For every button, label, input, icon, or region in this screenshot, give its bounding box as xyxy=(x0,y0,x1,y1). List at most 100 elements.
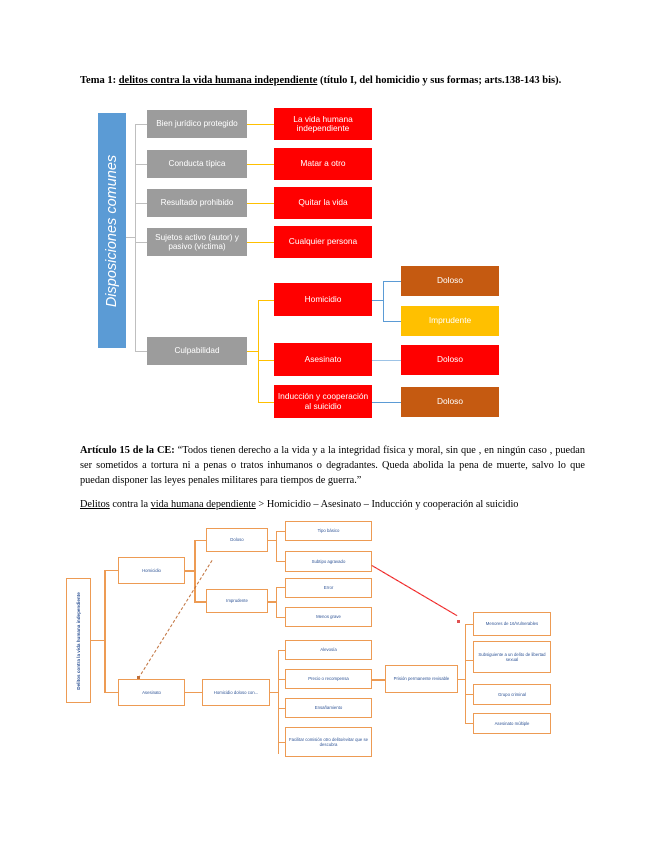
connector-imprudente-spine xyxy=(276,587,277,618)
node-label: Facilitar comisión otro delito/evitar qu… xyxy=(288,736,369,747)
node-subsiguiente-libertad-sexual: Subsiguiente a un delito de libertad sex… xyxy=(473,641,551,673)
node-label: Quitar la vida xyxy=(298,197,348,208)
connector-homicidio-stub xyxy=(185,570,195,572)
connector-to-asesinato xyxy=(258,360,274,361)
node-menores-vulnerables: Menores de 16/Vulnerables xyxy=(473,612,551,636)
node-asesinato-multiple: Asesinato múltiple xyxy=(473,713,551,734)
connector-hdc-spine xyxy=(278,650,279,754)
connector-to-error xyxy=(276,587,285,588)
connector-induccion-doloso xyxy=(372,402,401,403)
connector-imprudente-stub xyxy=(268,601,277,603)
node-label: Inducción y cooperación al suicidio xyxy=(277,391,369,411)
connector-to-imprudente xyxy=(383,321,401,322)
node-label: Conducta típica xyxy=(168,159,226,169)
node-grupo-criminal: Grupo criminal xyxy=(473,684,551,705)
page-title: Tema 1: delitos contra la vida humana in… xyxy=(80,74,580,88)
arrow-subtipo-to-menores xyxy=(371,565,458,617)
connector-to-doloso xyxy=(194,540,206,541)
node-homicidio-doloso: Doloso xyxy=(401,266,499,296)
connector-homicidio-spine xyxy=(194,540,196,602)
connector-orange-3 xyxy=(247,203,274,204)
node-matar-a-otro: Matar a otro xyxy=(274,148,372,180)
banner-disposiciones-comunes: Disposiciones comunes xyxy=(98,113,126,348)
connector-hdc-stub xyxy=(270,692,279,693)
connector-orange-4 xyxy=(247,242,274,243)
heading-underlined: delitos contra la vida humana independie… xyxy=(118,75,318,86)
node-culpabilidad: Culpabilidad xyxy=(147,337,247,365)
connector-prision-spine xyxy=(465,624,466,723)
node-label: Cualquier persona xyxy=(288,236,358,247)
node-error: Error xyxy=(285,578,372,598)
connector-doloso-stub xyxy=(268,540,277,541)
node-label: Asesinato xyxy=(304,353,342,364)
node-label: Doloso xyxy=(230,537,244,543)
node-homicidio-imprudente: Imprudente xyxy=(401,306,499,336)
node-bien-juridico-protegido: Bien jurídico protegido xyxy=(147,110,247,138)
node-induccion-doloso: Doloso xyxy=(401,387,499,417)
connector-doloso-spine xyxy=(276,531,277,562)
connector-asesinato-stub xyxy=(185,692,202,693)
node-cualquier-persona: Cualquier persona xyxy=(274,226,372,258)
node-ensanamiento: Ensañamiento xyxy=(285,698,372,718)
node-asesinato-doloso: Doloso xyxy=(401,345,499,375)
connector-to-facilitar xyxy=(278,742,285,743)
node-alevosia: Alevosía xyxy=(285,640,372,660)
connector-to-imprudente xyxy=(194,601,206,603)
arrowhead-menores xyxy=(457,620,460,623)
connector-prision-stub xyxy=(458,679,466,680)
connector-orange-1 xyxy=(247,124,274,125)
node-menos-grave: Menos grave xyxy=(285,607,372,627)
connector-homicidio-stub xyxy=(372,300,383,301)
connector-culpabilidad-stub xyxy=(247,351,258,352)
node-label: Subtipo agravado xyxy=(311,558,346,564)
node-doloso: Doloso xyxy=(206,528,268,552)
connector-asesinato-doloso xyxy=(372,360,401,361)
node-homicidio: Homicidio xyxy=(274,283,372,316)
connector-root-spine xyxy=(104,570,106,692)
connector-to-subsiguiente xyxy=(465,660,473,661)
connector-gray-4 xyxy=(135,242,147,243)
node-label: Imprudente xyxy=(428,315,472,326)
connector-to-subtipo xyxy=(276,561,285,562)
node-asesinato: Asesinato xyxy=(118,679,185,706)
heading-prefix: Tema 1: xyxy=(80,75,119,86)
articulo-15-label: Artículo 15 de la CE: xyxy=(80,445,178,456)
banner-label: Delitos contra la vida humana independie… xyxy=(75,591,81,690)
connector-banner-stub xyxy=(126,237,136,238)
connector-to-homicidio xyxy=(258,300,274,301)
connector-to-menos-grave xyxy=(276,617,285,618)
heading-suffix: (título I, del homicidio y sus formas; a… xyxy=(317,75,562,86)
connector-to-alevosia xyxy=(278,650,285,651)
node-label: La vida humana independiente xyxy=(293,113,353,133)
node-label: Doloso xyxy=(436,354,464,365)
node-label: Menores de 16/Vulnerables xyxy=(485,621,539,627)
node-label: Asesinato múltiple xyxy=(494,720,530,726)
node-label: Ensañamiento xyxy=(314,705,343,711)
node-subtipo-agravado: Subtipo agravado xyxy=(285,551,372,572)
node-label: Subsiguiente a un delito de libertad sex… xyxy=(478,651,546,662)
connector-to-induccion xyxy=(258,402,274,403)
connector-to-menores xyxy=(465,624,473,625)
vida-humana-dependiente: vida humana dependiente xyxy=(150,499,256,510)
node-homicidio: Homicidio xyxy=(118,557,185,584)
node-induccion-cooperacion-suicidio: Inducción y cooperación al suicidio xyxy=(274,385,372,418)
connector-to-grupo xyxy=(465,694,473,695)
node-tipo-basico: Tipo básico xyxy=(285,521,372,541)
connector-root-stub xyxy=(91,640,105,641)
node-label: Tipo básico xyxy=(317,528,340,534)
connector-to-doloso xyxy=(383,281,401,282)
connector-gray-3 xyxy=(135,203,147,204)
connector-orange-2 xyxy=(247,164,274,165)
connector-spine-gray xyxy=(135,124,136,352)
node-label: Bien jurídico protegido xyxy=(156,119,238,129)
connector-to-multiple xyxy=(465,723,473,724)
node-label: Asesinato xyxy=(142,689,161,695)
node-label: Homicidio doloso con... xyxy=(213,689,259,695)
node-quitar-la-vida: Quitar la vida xyxy=(274,187,372,219)
node-label: Precio o recompensa xyxy=(308,676,349,682)
node-label: Matar a otro xyxy=(300,158,346,169)
node-conducta-tipica: Conducta típica xyxy=(147,150,247,178)
connector-to-tipo-basico xyxy=(276,531,285,532)
banner-label: Disposiciones comunes xyxy=(104,154,121,307)
